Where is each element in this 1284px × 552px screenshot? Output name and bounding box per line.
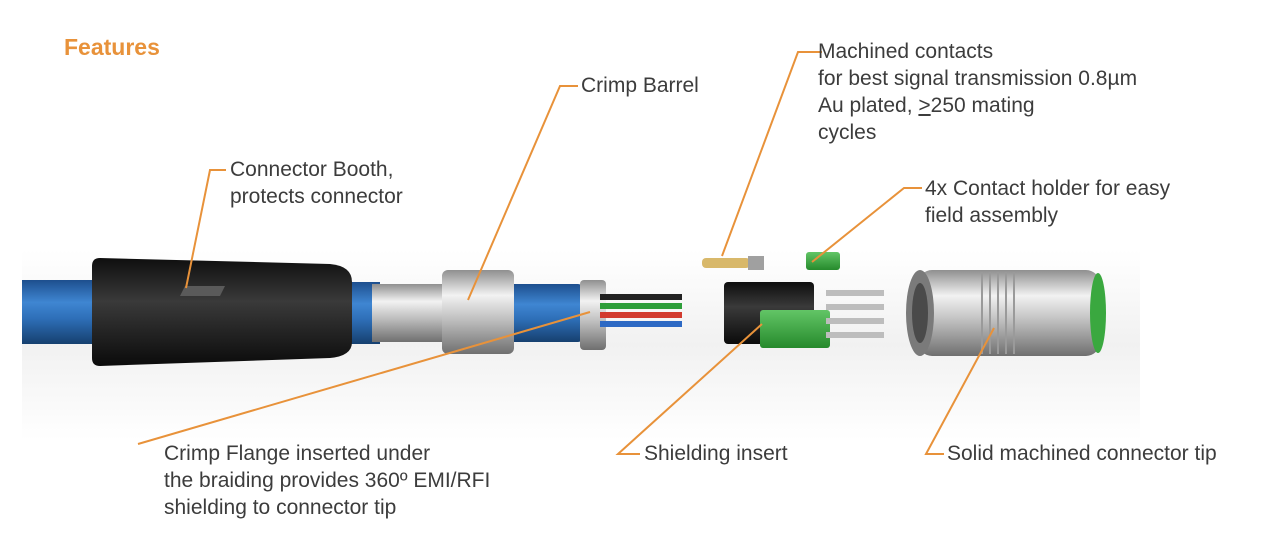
line3-prefix: Au plated, <box>818 94 918 117</box>
connector-booth-line1: Connector Booth, <box>230 156 403 183</box>
machined-contact <box>702 258 750 268</box>
machined-contacts-label: Machined contacts for best signal transm… <box>818 38 1137 146</box>
crimp-barrel <box>442 270 514 354</box>
connector-tip-bore <box>912 283 928 343</box>
leader-machined-contacts <box>722 52 822 256</box>
pin-3 <box>826 318 884 324</box>
machined-contacts-line4: cycles <box>818 119 1137 146</box>
crimp-flange-label: Crimp Flange inserted under the braiding… <box>164 440 490 521</box>
contact-holder-label: 4x Contact holder for easy field assembl… <box>925 175 1170 229</box>
machined-contacts-line1: Machined contacts <box>818 38 1137 65</box>
pin-2 <box>826 304 884 310</box>
machined-contacts-line3: Au plated, >250 mating <box>818 92 1137 119</box>
greater-equal-sign: > <box>918 94 930 117</box>
wire-red <box>600 312 682 318</box>
features-title: Features <box>64 34 160 61</box>
machined-contacts-line2: for best signal transmission 0.8µm <box>818 65 1137 92</box>
connector-tip-seal <box>1090 273 1106 353</box>
pin-4 <box>826 332 884 338</box>
connector-booth-line2: protects connector <box>230 183 403 210</box>
connector-tip-body <box>918 270 1100 356</box>
crimp-barrel-label: Crimp Barrel <box>581 72 699 99</box>
shielding-insert-label: Shielding insert <box>644 440 788 467</box>
pin-1 <box>826 290 884 296</box>
connector-booth-label: Connector Booth, protects connector <box>230 156 403 210</box>
crimp-flange-line3: shielding to connector tip <box>164 494 490 521</box>
wire-blue <box>600 321 682 327</box>
connector-boot <box>92 258 352 366</box>
contact-collar <box>748 256 764 270</box>
contact-holder-line1: 4x Contact holder for easy <box>925 175 1170 202</box>
wire-black <box>600 294 682 300</box>
wire-green <box>600 303 682 309</box>
line3-suffix: 250 mating <box>931 94 1035 117</box>
contact-holder <box>760 310 830 348</box>
contact-holder-top <box>806 252 840 270</box>
connector-tip-label: Solid machined connector tip <box>947 440 1217 467</box>
crimp-flange-line1: Crimp Flange inserted under <box>164 440 490 467</box>
crimp-flange-line2: the braiding provides 360º EMI/RFI <box>164 467 490 494</box>
contact-holder-line2: field assembly <box>925 202 1170 229</box>
crimp-sleeve <box>372 284 444 342</box>
